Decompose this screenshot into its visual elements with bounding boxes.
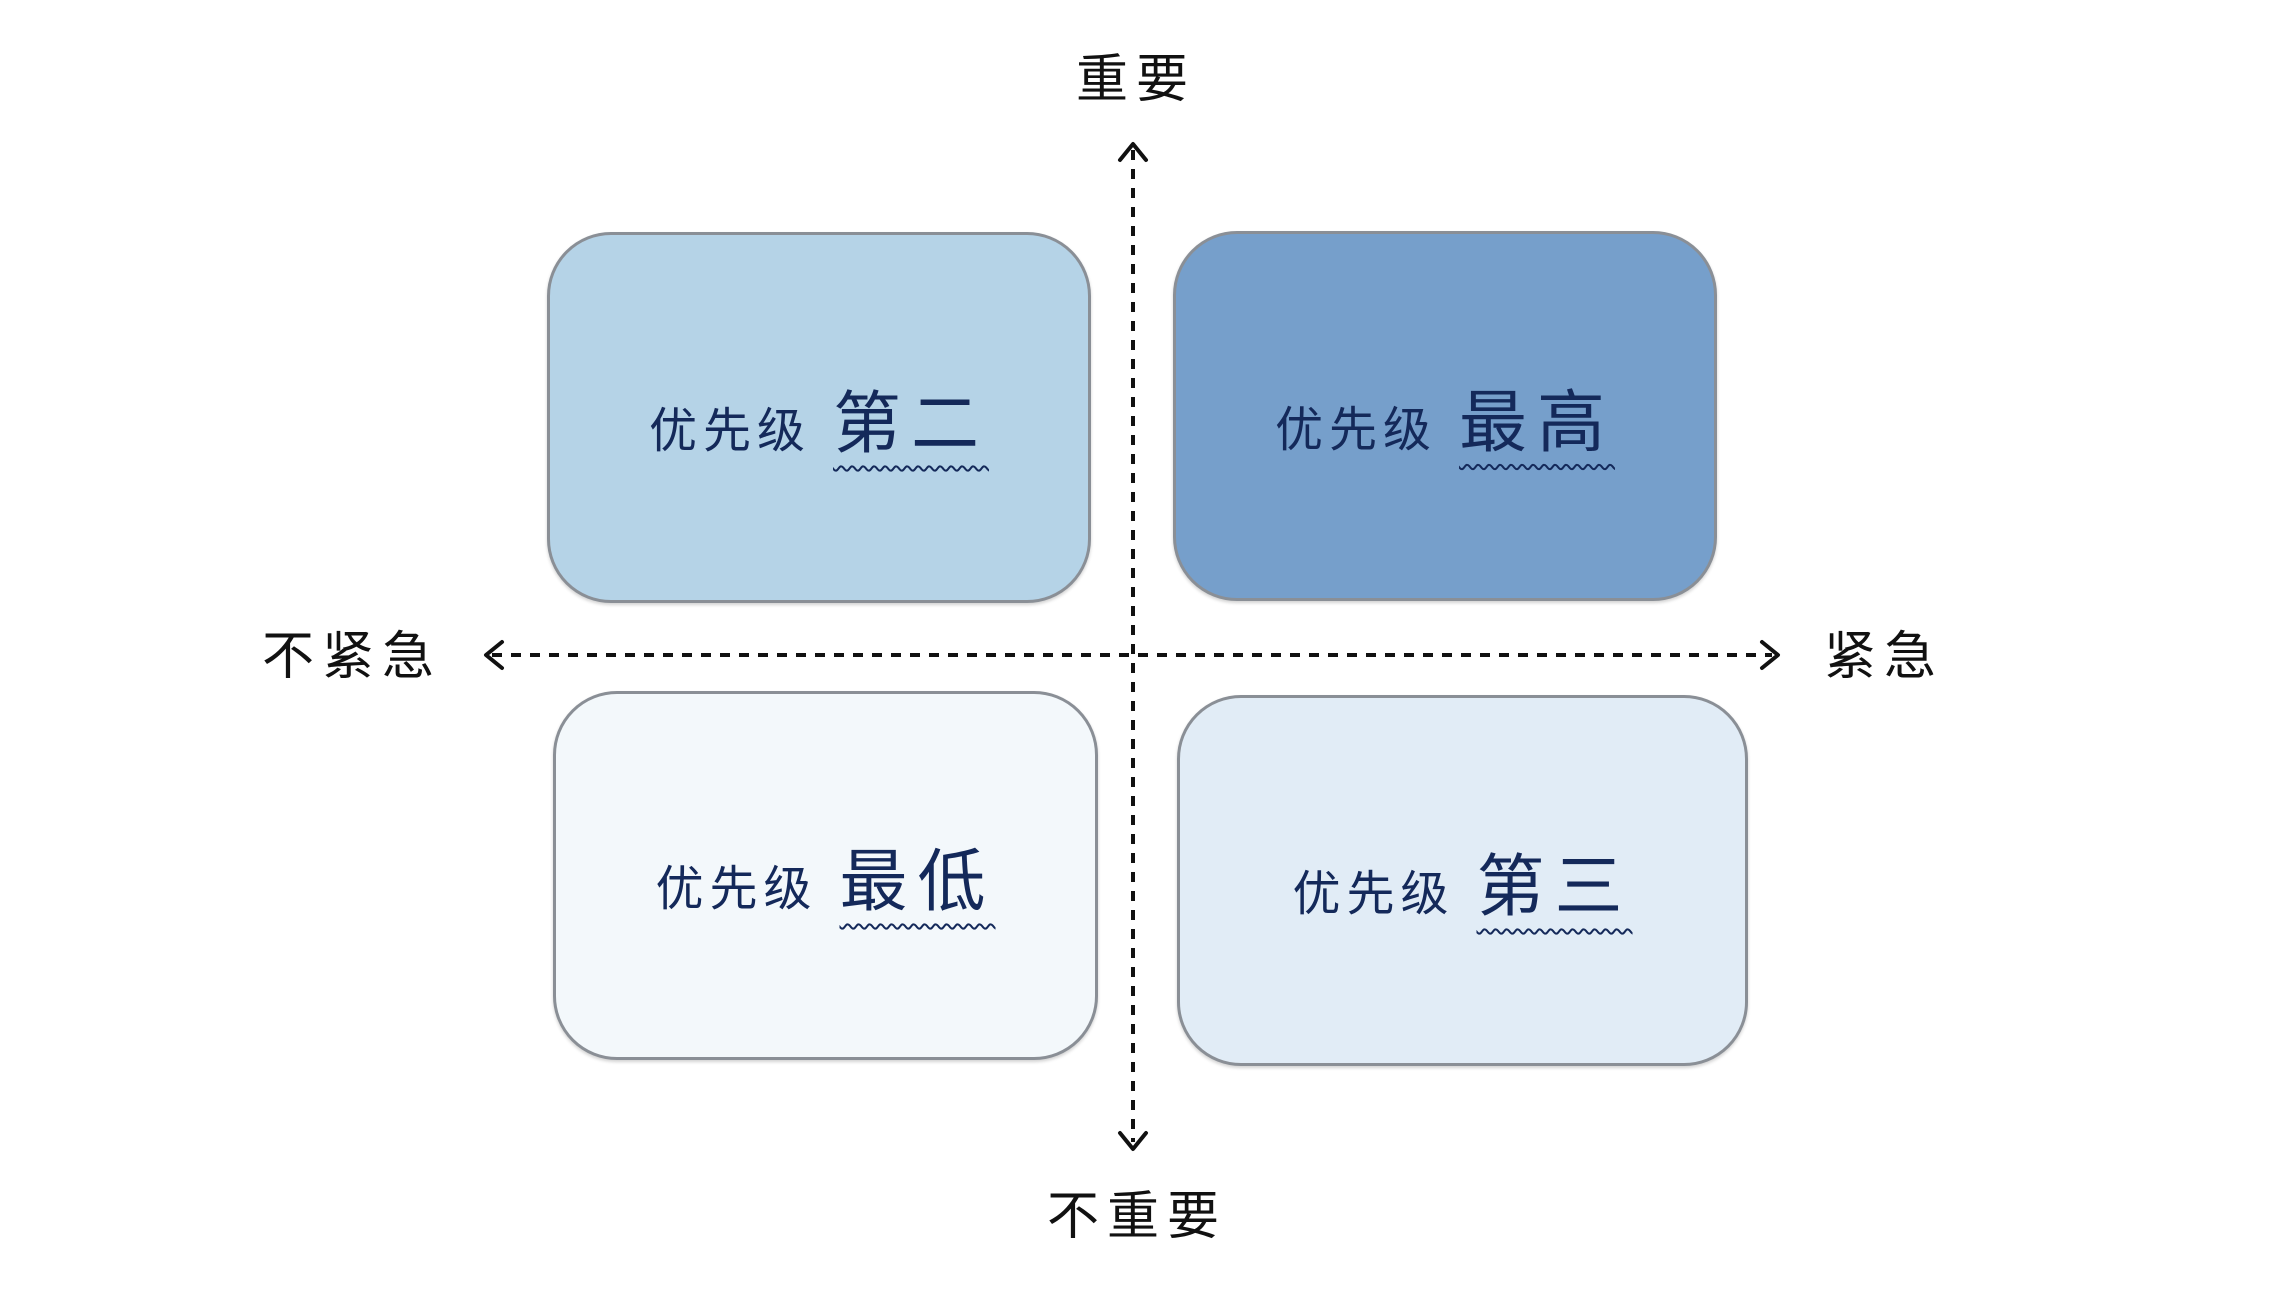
arrow-up-icon	[1118, 142, 1148, 162]
priority-level: 最高	[1459, 383, 1616, 463]
quadrant-text: 优先级 第二	[649, 368, 989, 467]
arrow-left-icon	[484, 640, 504, 670]
priority-prefix: 优先级	[655, 861, 818, 917]
quadrant-text: 优先级 最高	[1275, 367, 1615, 466]
quadrant-text: 优先级 最低	[655, 826, 995, 925]
axis-label-not-urgent: 不紧急	[261, 627, 442, 687]
quadrant-not-important-not-urgent: 优先级 最低	[553, 691, 1098, 1060]
priority-level: 第二	[833, 385, 990, 464]
quadrant-text: 优先级 第三	[1292, 831, 1632, 930]
axis-label-important: 重要	[1075, 50, 1196, 110]
quadrant-not-important-urgent: 优先级 第三	[1177, 695, 1748, 1066]
priority-level: 第三	[1476, 848, 1633, 927]
axis-label-urgent: 紧急	[1823, 627, 1944, 687]
quadrant-important-not-urgent: 优先级 第二	[547, 232, 1091, 603]
arrow-down-icon	[1118, 1131, 1148, 1151]
priority-level: 最低	[839, 843, 996, 922]
priority-prefix: 优先级	[1292, 866, 1455, 922]
priority-prefix: 优先级	[1274, 401, 1437, 458]
priority-prefix: 优先级	[648, 403, 811, 459]
arrow-right-icon	[1760, 640, 1780, 670]
quadrant-important-urgent: 优先级 最高	[1173, 231, 1717, 601]
axis-label-not-important: 不重要	[1046, 1187, 1227, 1247]
